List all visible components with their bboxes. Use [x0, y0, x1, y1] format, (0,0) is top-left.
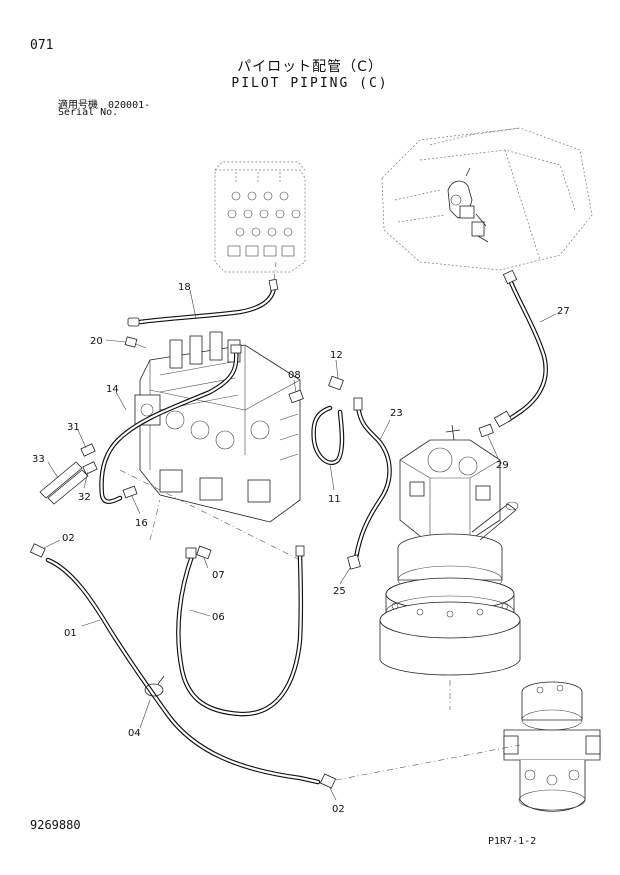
leader-lines	[43, 289, 557, 801]
cab-drawing	[381, 127, 593, 271]
callout-14: 14	[106, 384, 119, 395]
callout-06: 06	[212, 612, 225, 623]
callout-02-lower: 02	[332, 804, 345, 815]
page-title: PILOT PIPING (C)	[231, 76, 389, 91]
center-joint-drawing	[503, 681, 601, 812]
callout-31: 31	[67, 422, 80, 433]
callout-25: 25	[333, 586, 346, 597]
callout-32: 32	[78, 492, 91, 503]
fitting-02-upper	[29, 543, 46, 558]
callout-04: 04	[128, 728, 141, 739]
page-title-japanese: パイロット配管（C）	[237, 59, 383, 75]
hose-27	[493, 269, 548, 428]
clamp-04	[144, 675, 165, 697]
swing-motor-drawing	[379, 424, 521, 710]
callout-27: 27	[557, 306, 570, 317]
callout-23: 23	[390, 408, 403, 419]
callout-08: 08	[288, 370, 301, 381]
hose-11	[311, 405, 345, 466]
fitting-08	[288, 389, 304, 404]
callout-07: 07	[212, 570, 225, 581]
hose-01	[45, 557, 321, 785]
control-valve-drawing	[119, 331, 301, 561]
callout-11: 11	[328, 494, 341, 505]
callout-20: 20	[90, 336, 103, 347]
callout-29: 29	[496, 460, 509, 471]
fitting-16	[122, 485, 138, 499]
hose-14	[99, 344, 242, 504]
serial-label: Serial No.	[58, 107, 119, 118]
pilot-valve-drawing	[214, 161, 306, 273]
callout-18: 18	[178, 282, 191, 293]
page-code: P1R7-1-2	[488, 836, 537, 847]
callout-02-upper: 02	[62, 533, 75, 544]
callout-16: 16	[135, 518, 148, 529]
callout-01: 01	[64, 628, 77, 639]
fitting-07	[196, 545, 212, 560]
fitting-29	[478, 423, 494, 438]
fitting-33	[39, 461, 89, 505]
fitting-31-32	[80, 443, 98, 475]
hose-23	[347, 397, 392, 570]
page-number: 071	[30, 38, 54, 53]
callout-33: 33	[32, 454, 45, 465]
fitting-20	[124, 336, 147, 349]
fitting-02-lower	[319, 744, 521, 789]
fitting-12	[328, 375, 344, 391]
callout-12: 12	[330, 350, 343, 361]
document-number: 9269880	[30, 818, 81, 832]
callout-labels: 18 20 14 31 33 32 16 08 12 11 23 27 29 2…	[32, 282, 570, 815]
serial-label-japanese: 適用号機 020001-	[58, 100, 151, 111]
hose-06	[176, 545, 305, 717]
hose-18	[127, 261, 279, 327]
